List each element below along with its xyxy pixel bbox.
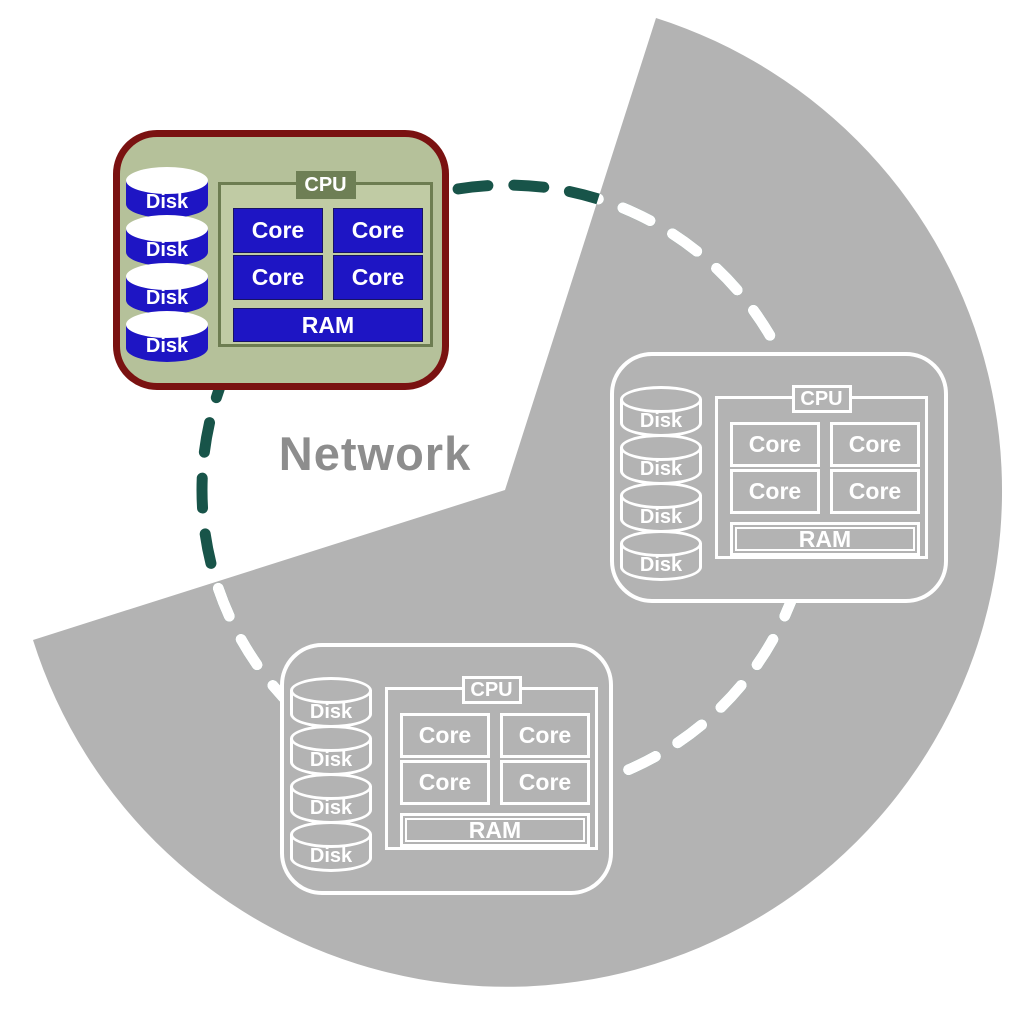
ram-bar: RAM [233, 308, 423, 342]
network-label: Network [278, 427, 472, 480]
compute-node-remote-bottom: Disk Disk Disk Disk CPU Core Core Core [280, 643, 613, 895]
disk-label: Disk [639, 554, 683, 576]
disk-cylinder: Disk [620, 482, 702, 534]
cpu-core: Core [400, 713, 490, 758]
disk-label: Disk [639, 506, 683, 528]
disk-top-ellipse [620, 386, 702, 413]
disk-top-ellipse [620, 482, 702, 509]
disk-top-ellipse [290, 725, 372, 752]
cpu-core: Core [400, 760, 490, 805]
ram-bar: RAM [400, 813, 590, 847]
ram-bar: RAM [730, 522, 920, 556]
disk-cylinder: Disk [620, 386, 702, 438]
disk-top-ellipse [290, 821, 372, 848]
disk-top-ellipse [126, 263, 208, 290]
disk-label: Disk [145, 287, 189, 309]
disk-top-ellipse [620, 530, 702, 557]
disk-cylinder: Disk [620, 530, 702, 582]
cpu-panel: CPU Core Core Core Core RAM [715, 385, 928, 559]
compute-node-local: Disk Disk Disk Disk CPU Core Core Core [113, 130, 449, 390]
cpu-core: Core [830, 469, 920, 514]
cpu-core: Core [500, 713, 590, 758]
cpu-label: CPU [791, 385, 852, 413]
disk-cylinder: Disk [126, 311, 208, 363]
cpu-core: Core [830, 422, 920, 467]
disk-label: Disk [639, 410, 683, 432]
disk-cylinder: Disk [126, 215, 208, 267]
cpu-panel: CPU Core Core Core Core RAM [385, 676, 598, 850]
disk-cylinder: Disk [620, 434, 702, 486]
gray-pie-sector [33, 18, 1003, 987]
disk-label: Disk [145, 239, 189, 261]
disk-top-ellipse [126, 311, 208, 338]
disk-cylinder: Disk [126, 263, 208, 315]
disk-label: Disk [309, 749, 353, 771]
disk-cylinder: Disk [290, 725, 372, 777]
disk-label: Disk [309, 797, 353, 819]
cpu-core: Core [333, 208, 423, 253]
cpu-core: Core [730, 469, 820, 514]
disk-cylinder: Disk [290, 677, 372, 729]
cpu-label: CPU [461, 676, 522, 704]
disk-top-ellipse [620, 434, 702, 461]
disk-top-ellipse [126, 215, 208, 242]
compute-node-remote-right: Disk Disk Disk Disk CPU Core Core Core [610, 352, 948, 603]
disk-cylinder: Disk [126, 167, 208, 219]
disk-label: Disk [145, 335, 189, 357]
disk-label: Disk [309, 845, 353, 867]
disk-label: Disk [639, 458, 683, 480]
cpu-core: Core [233, 208, 323, 253]
disk-top-ellipse [126, 167, 208, 194]
disk-top-ellipse [290, 773, 372, 800]
cpu-panel: CPU Core Core Core Core RAM [218, 171, 433, 347]
disk-label: Disk [309, 701, 353, 723]
disk-cylinder: Disk [290, 821, 372, 873]
cpu-core: Core [233, 255, 323, 300]
cpu-core: Core [730, 422, 820, 467]
disk-top-ellipse [290, 677, 372, 704]
disk-cylinder: Disk [290, 773, 372, 825]
cpu-core: Core [500, 760, 590, 805]
cpu-core: Core [333, 255, 423, 300]
disk-label: Disk [145, 191, 189, 213]
cpu-label: CPU [295, 171, 356, 199]
